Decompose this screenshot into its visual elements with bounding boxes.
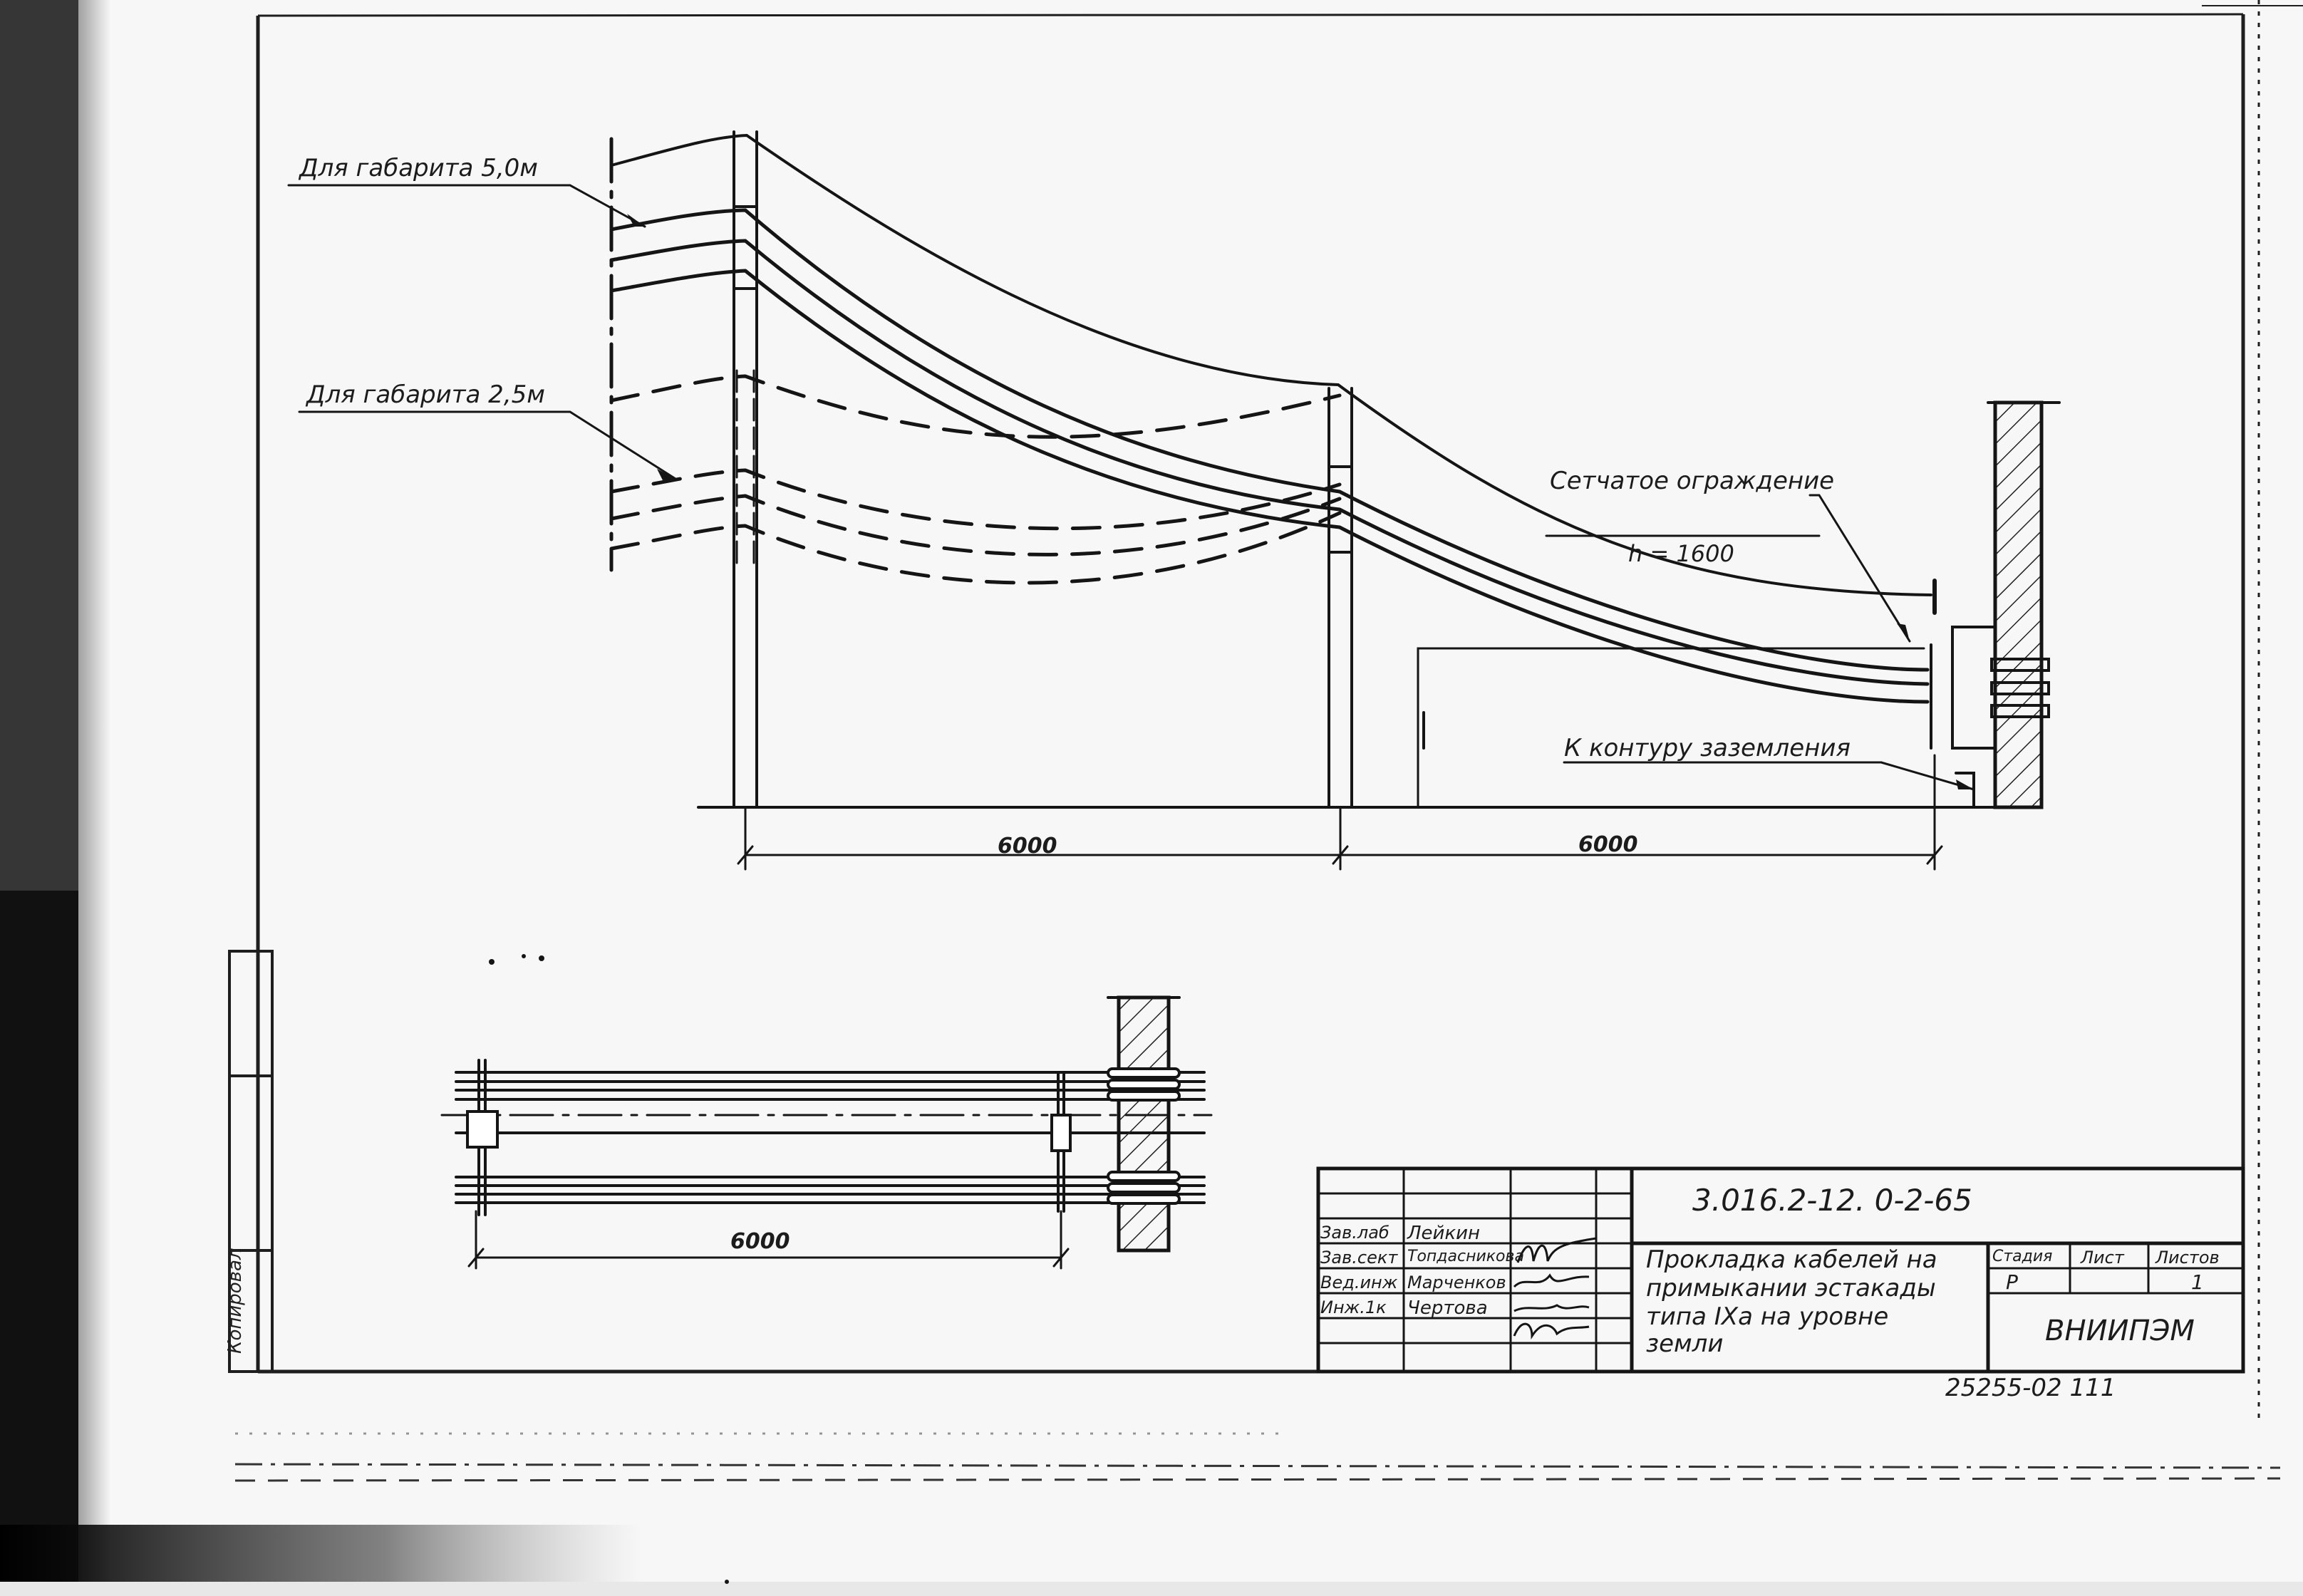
stage-value: Р [2006, 1270, 2018, 1294]
staff-name-2: Топдасникова [1407, 1248, 1524, 1265]
wall [1993, 400, 2044, 809]
sheets-header: Листов [2155, 1248, 2220, 1268]
label-grounding: К контуру заземления [1564, 734, 1851, 762]
inventory-number: 25255-02 111 [1945, 1374, 2116, 1402]
signature-2 [1513, 1273, 1590, 1288]
description-line-3: типа IXа на уровне [1646, 1302, 1889, 1331]
cable-bundle-5m [609, 208, 1930, 704]
stage-header: Стадия [1992, 1248, 2053, 1265]
elevation-dimension [737, 754, 1943, 871]
leaders [287, 184, 1975, 791]
label-fence: Сетчатое ограждение [1550, 467, 1835, 495]
plan-wall [1117, 995, 1171, 1253]
fold-lines [234, 1432, 2281, 1482]
label-gabarit-5m: Для габарита 5,0м [299, 154, 538, 182]
side-stamp-text: Копировал [224, 1248, 246, 1354]
staff-name-3: Марченков [1407, 1273, 1506, 1292]
fence-top-curve [610, 133, 1932, 596]
signature-4 [1513, 1322, 1590, 1340]
fence-outline [1417, 647, 1925, 809]
plan-cables [455, 1071, 1206, 1204]
label-gabarit-25m: Для габарита 2,5м [306, 380, 545, 409]
staff-role-1: Зав.лаб [1320, 1223, 1389, 1243]
elevation-view [287, 130, 2061, 871]
staff-name-1: Лейкин [1407, 1223, 1481, 1244]
title-block [1316, 1166, 2245, 1374]
cable-bundle-25m [609, 374, 1342, 585]
description-line-1: Прокладка кабелей на [1646, 1245, 1937, 1274]
staff-role-3: Вед.инж [1320, 1273, 1398, 1292]
description-line-2: примыкании эстакады [1646, 1274, 1936, 1302]
organization: ВНИИПЭМ [2045, 1315, 2195, 1347]
signature-1 [1516, 1237, 1597, 1263]
dimension-elev-right: 6000 [1578, 832, 1638, 857]
sheets-value: 1 [2191, 1270, 2204, 1294]
side-stamp-column [228, 950, 274, 1373]
signature-3 [1513, 1304, 1590, 1312]
label-fence-height: h = 1600 [1628, 540, 1734, 567]
staff-role-4: Инж.1к [1320, 1297, 1387, 1317]
staff-name-4: Чертова [1407, 1297, 1488, 1319]
description-line-4: земли [1646, 1330, 1724, 1358]
drawing-code: 3.016.2-12. 0-2-65 [1692, 1183, 1972, 1218]
staff-role-2: Зав.сект [1320, 1248, 1398, 1268]
sheet-header: Лист [2081, 1248, 2124, 1268]
plan-view [440, 954, 1213, 1584]
dimension-elev-left: 6000 [998, 834, 1057, 859]
dimension-plan: 6000 [730, 1229, 790, 1254]
